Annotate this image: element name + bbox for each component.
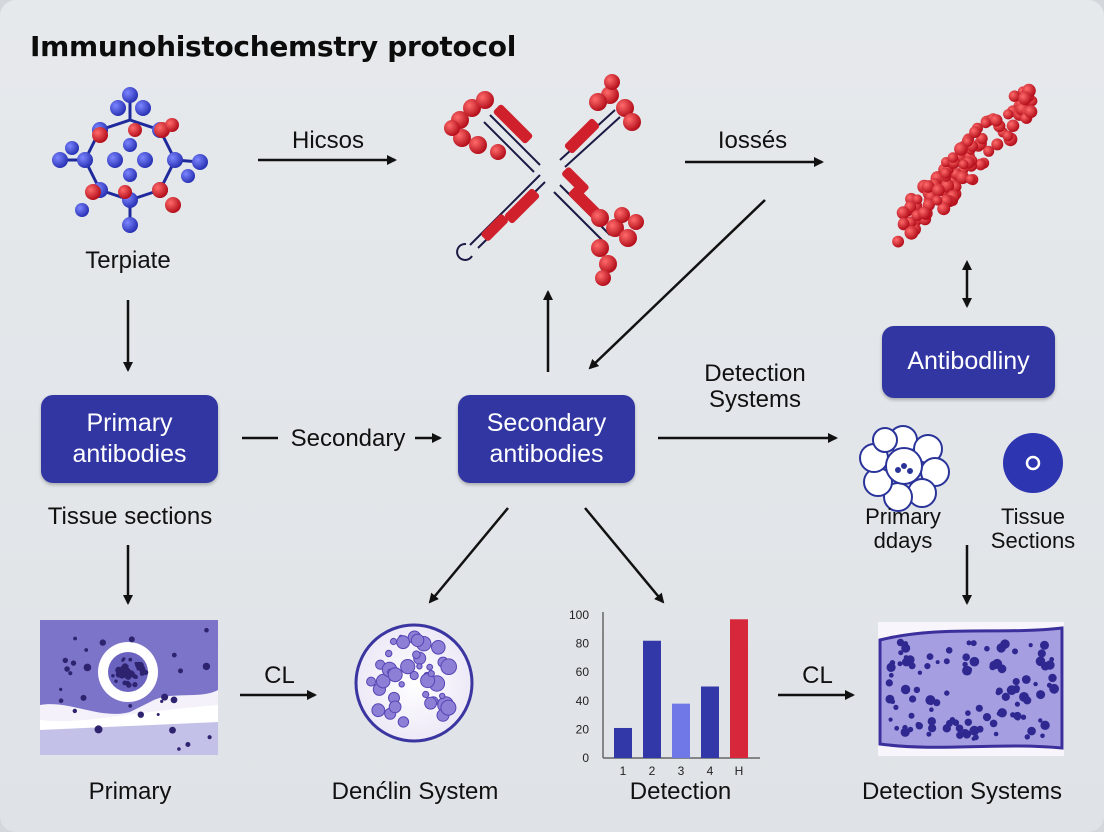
detection-bottom-label: Detection — [629, 778, 732, 805]
antibodliny-text: Antibodliny — [907, 347, 1030, 376]
tissue-sections-right-label: Tissue Sections — [990, 504, 1076, 554]
terpiate-atoms — [52, 87, 208, 233]
tissue-image-left — [40, 620, 218, 755]
denclin-system-label: Denćlin System — [331, 778, 499, 805]
cl-left-label: CL — [264, 662, 295, 689]
tissue-ring-icon — [1003, 433, 1063, 493]
x-tick-label: 3 — [678, 764, 685, 778]
primary-antibodies-box: Primary antibodies — [41, 395, 218, 483]
primary-bottom-label: Primary — [88, 778, 172, 805]
x-tick-label: 2 — [649, 764, 656, 778]
secondary-arrow-label: Secondary — [290, 425, 406, 452]
y-tick-label: 60 — [576, 665, 590, 679]
x-tick-label: H — [735, 764, 744, 778]
cl-right-label: CL — [802, 662, 833, 689]
bar — [730, 619, 748, 758]
bar — [672, 703, 690, 758]
y-tick-label: 40 — [576, 694, 590, 708]
antibodliny-box: Antibodliny — [882, 326, 1055, 398]
detection-bar-chart: 0 20 40 60 80 100 1 2 3 4 H — [569, 608, 760, 778]
detection-systems-top-label: Detection Systems — [704, 360, 806, 414]
y-tick-label: 100 — [569, 608, 589, 622]
primary-antibodies-text: Primary antibodies — [72, 408, 187, 468]
secondary-antibodies-text: Secondary antibodies — [486, 408, 607, 468]
detection-systems-bottom-label: Detection Systems — [861, 778, 1063, 805]
x-tick-label: 4 — [707, 764, 714, 778]
bar — [643, 640, 661, 758]
bar — [701, 686, 719, 758]
tissue-image-right — [878, 622, 1064, 756]
antibody-structure-icon — [444, 74, 644, 286]
protein-cluster-icon — [892, 83, 1038, 248]
primary-ddays-label: Primary ddays — [865, 504, 941, 554]
primary-ddays-icon — [859, 425, 950, 512]
y-tick-label: 80 — [576, 637, 590, 651]
terpiate-label: Terpiate — [85, 247, 171, 274]
flow-arrows — [123, 155, 972, 700]
iosses-label: Iossés — [717, 127, 788, 154]
y-tick-label: 0 — [582, 751, 589, 765]
hicsos-label: Hicsos — [291, 127, 364, 154]
bar — [614, 727, 632, 758]
tissue-sections-label: Tissue sections — [47, 503, 213, 530]
secondary-antibodies-box: Secondary antibodies — [458, 395, 635, 483]
x-tick-label: 1 — [620, 764, 627, 778]
cell-icon — [354, 623, 474, 743]
page-title: Immunohistochemstry protocol — [30, 30, 516, 63]
y-tick-label: 20 — [576, 722, 590, 736]
